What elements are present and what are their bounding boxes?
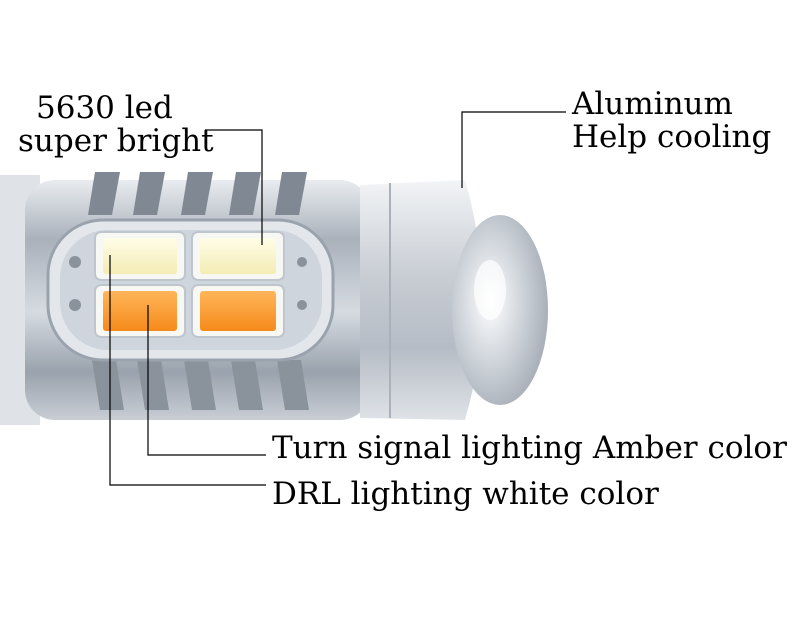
white-led-chips [94,231,285,281]
callout-turn-signal [147,305,266,456]
turn-signal-label: Turn signal lighting Amber color [272,430,787,466]
aluminum-label-line2: Help cooling [572,118,772,155]
led-label: 5630 led super bright [18,92,214,157]
drl-label: DRL lighting white color [272,476,659,512]
callout-lines [109,111,566,486]
callout-led [205,129,263,245]
led-label-line2: super bright [18,122,214,159]
led-label-line1: 5630 led [36,90,173,126]
heatsink-fins-bottom [92,360,309,410]
aluminum-label: Aluminum Help cooling [572,88,771,153]
amber-led-chips [94,284,285,338]
aluminum-label-line1: Aluminum [572,86,733,122]
callout-aluminum [461,111,566,188]
callout-drl [109,255,266,486]
heatsink-fins-top [88,172,307,215]
